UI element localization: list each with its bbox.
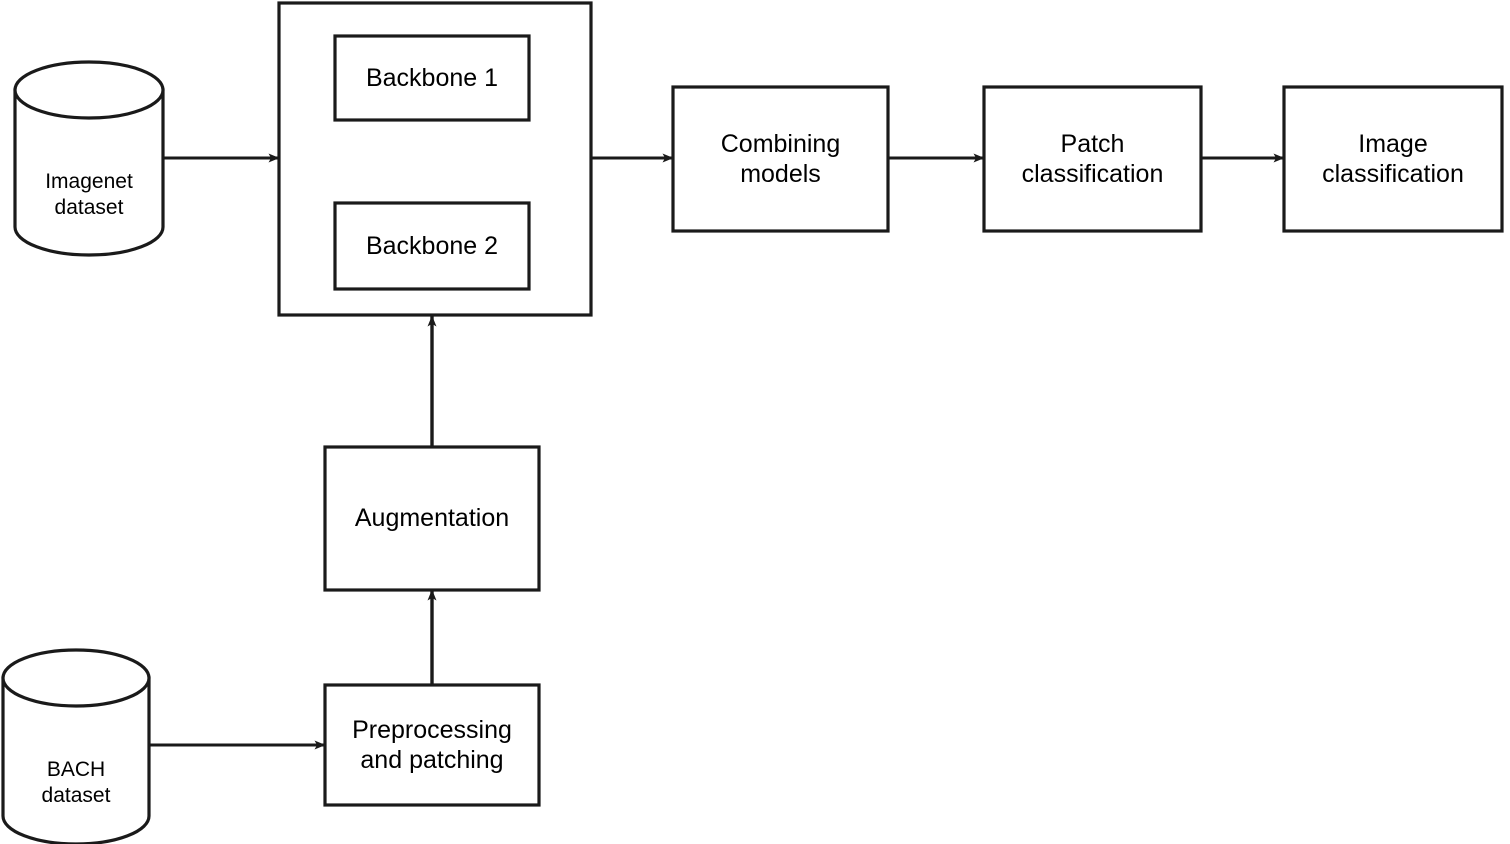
node-backbone-1[interactable]	[333, 34, 531, 122]
node-image-classification[interactable]	[1282, 85, 1504, 233]
node-augmentation[interactable]	[323, 445, 541, 592]
node-combining-models[interactable]	[671, 85, 890, 233]
node-preprocessing-and-patching[interactable]	[323, 683, 541, 807]
node-bach-dataset[interactable]	[1, 648, 151, 844]
node-imagenet-dataset[interactable]	[13, 60, 165, 257]
node-backbone-2[interactable]	[333, 201, 531, 291]
node-patch-classification[interactable]	[982, 85, 1203, 233]
